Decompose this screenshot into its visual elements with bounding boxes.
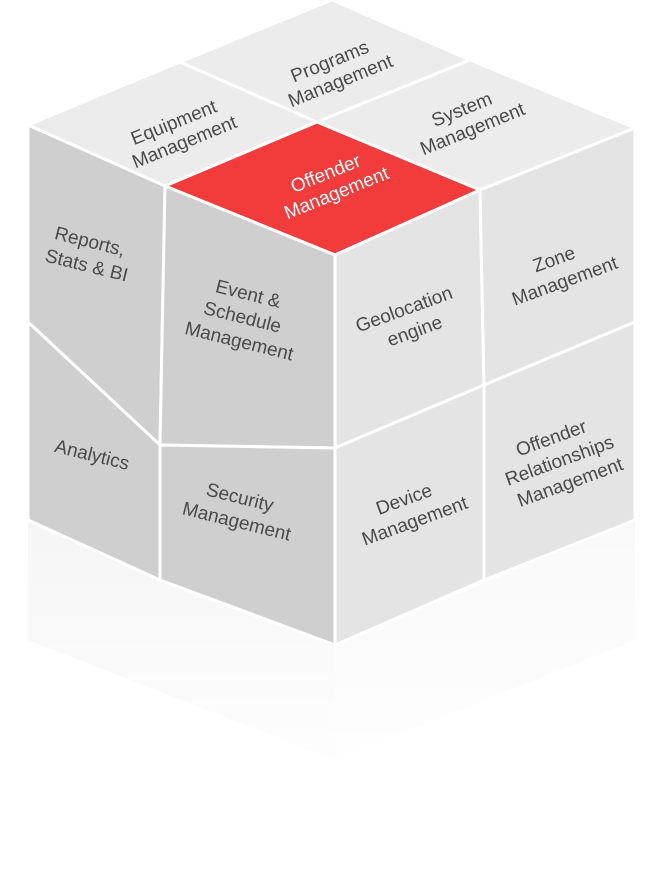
right-cell-relationships[interactable] — [482, 319, 637, 583]
